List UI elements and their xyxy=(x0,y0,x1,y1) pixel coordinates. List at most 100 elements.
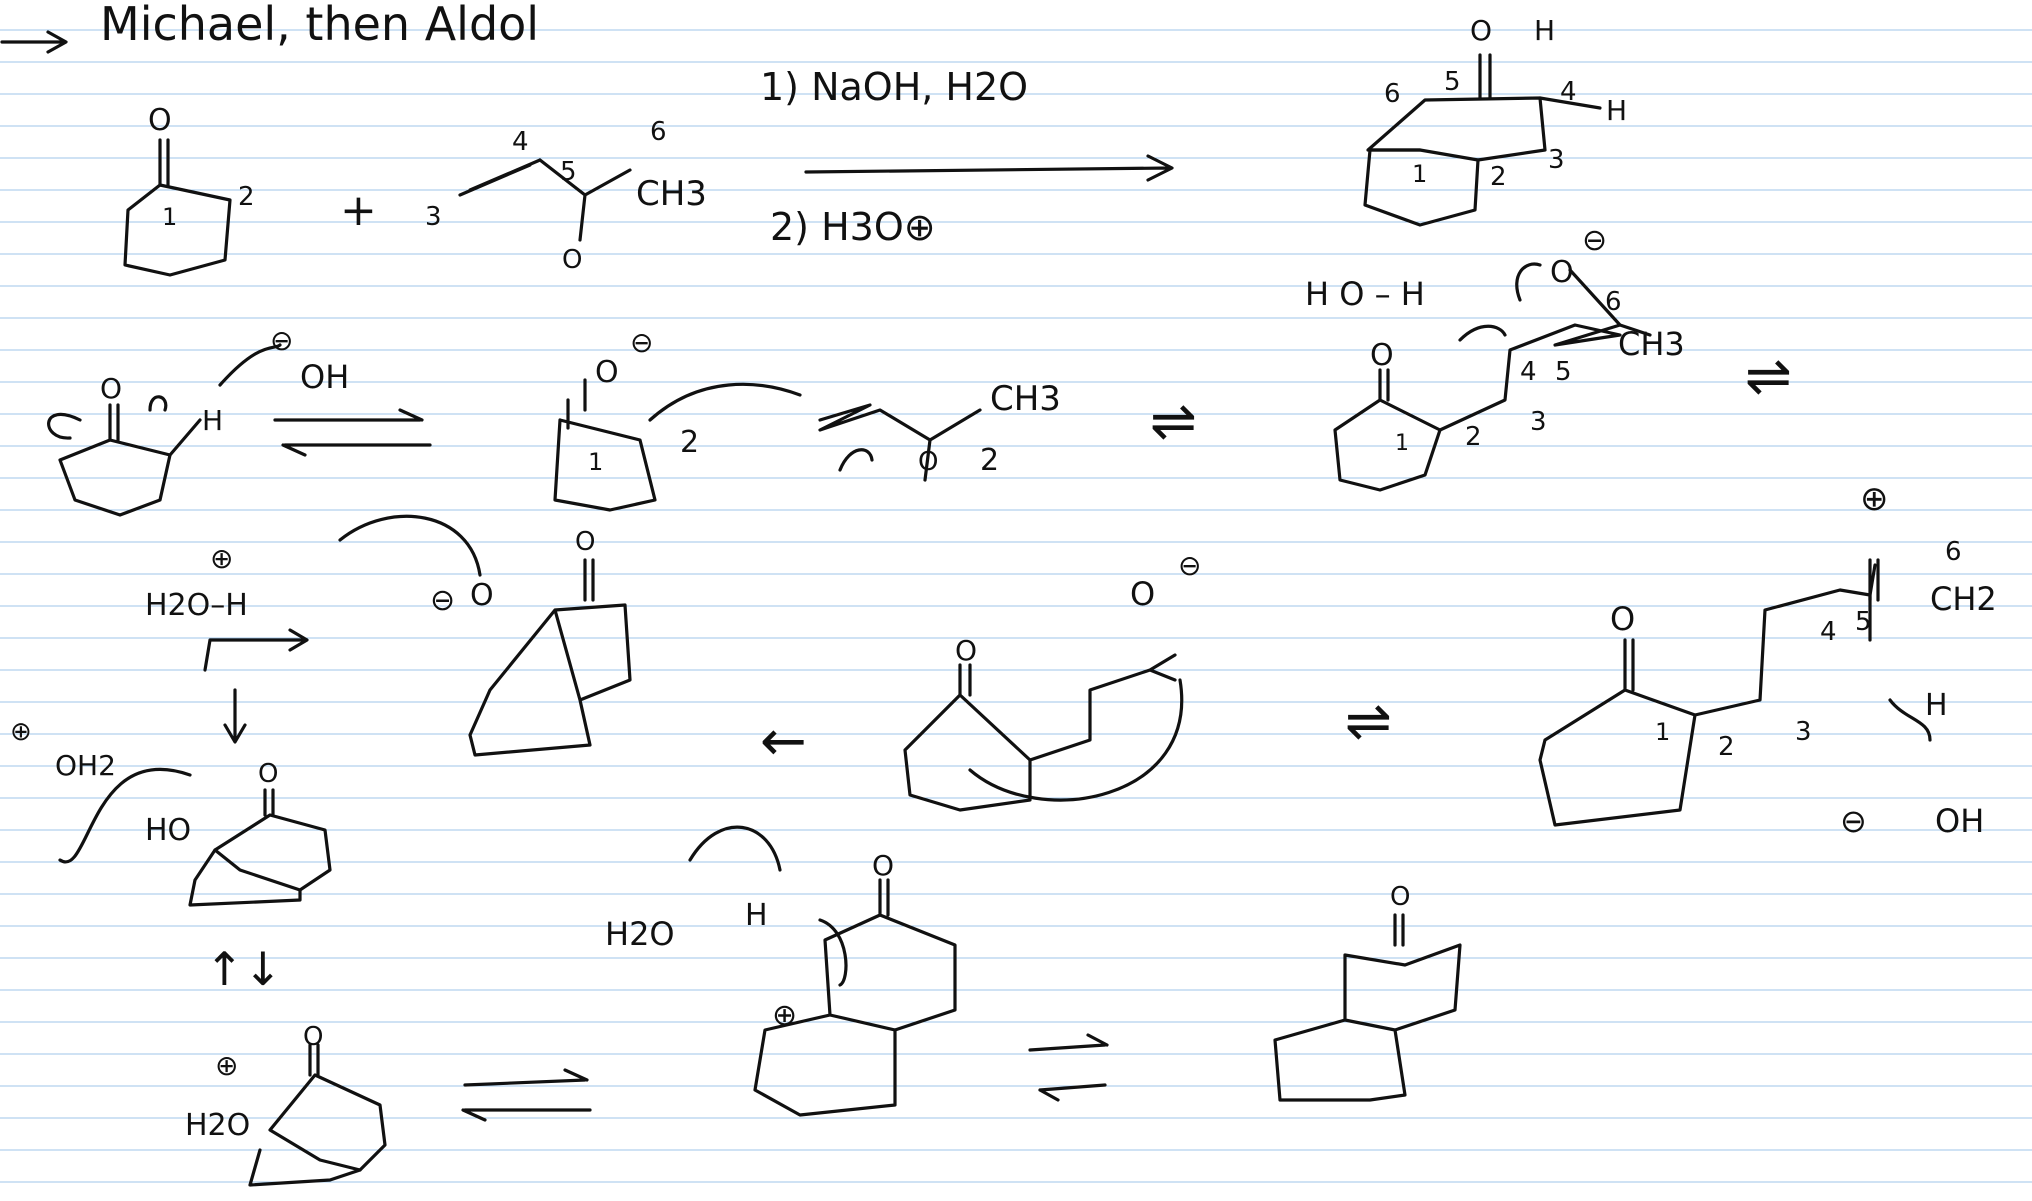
adduct-carbon-3-label: 3 xyxy=(1530,407,1547,437)
enolate4-carbon-5-label: 5 xyxy=(1855,607,1872,637)
mvk-carbon-6-label: 6 xyxy=(650,117,667,147)
mvk-oxygen-2-label: O xyxy=(918,447,938,477)
product-carbon-5-label: 5 xyxy=(1444,67,1461,97)
hydronium-label: H2O–H xyxy=(145,588,248,623)
final-oxygen-label: O xyxy=(1390,882,1410,912)
mvk-carbon-3-label: 3 xyxy=(425,202,442,232)
mvk-oxygen-label: O xyxy=(562,245,582,275)
alpha-hydrogen-label: H xyxy=(202,404,223,437)
carbocation-oxygen-label: O xyxy=(872,849,894,882)
alkoxide-charge: ⊖ xyxy=(430,583,455,618)
water-label: H2O xyxy=(185,1108,250,1143)
updown-arrows-icon: ↑↓ xyxy=(205,942,282,996)
adduct-oxygen-label: O xyxy=(1370,338,1394,373)
aldol-oxygen-label: O xyxy=(258,759,278,789)
mvk-carbon-2-label: 2 xyxy=(980,443,999,478)
adduct-oxygen-2-label: O xyxy=(1550,255,1574,290)
equilibrium-arrows-1-icon xyxy=(273,408,432,457)
oh2-charge: ⊕ xyxy=(10,717,32,747)
michael-adduct-enolate xyxy=(1333,262,1652,492)
reaction-arrow-icon xyxy=(804,154,1174,182)
alkoxide-oxygen-label: O xyxy=(470,578,494,613)
product-carbon-2-label: 2 xyxy=(1490,162,1507,192)
alkoxide-ketone-oxygen-label: O xyxy=(575,527,595,557)
equilibrium-3-icon: ⇌ xyxy=(1745,344,1792,409)
adduct-carbon-4-label: 4 xyxy=(1520,357,1537,387)
product-carbon-6-label: 6 xyxy=(1384,79,1401,109)
adduct-carbon-6-label: 6 xyxy=(1605,287,1622,317)
adduct-charge: ⊖ xyxy=(1582,223,1607,258)
aldol-alcohol xyxy=(58,767,332,907)
ketone-oxygen-label: O xyxy=(148,103,172,138)
adduct-methyl-label: CH3 xyxy=(1618,325,1685,363)
enolate-formation-2 xyxy=(1538,558,1932,827)
aldehyde-charge: ⊖ xyxy=(1178,549,1201,582)
hydronium-charge: ⊕ xyxy=(210,542,233,575)
equilibrium-arrows-6-icon xyxy=(461,1068,592,1122)
enolate-cyclization xyxy=(903,653,1184,812)
title: Michael, then Aldol xyxy=(100,0,539,51)
enolate4-oxygen-charge: ⊕ xyxy=(1860,479,1889,519)
enolate4-carbon-3-label: 3 xyxy=(1795,717,1812,747)
enolate-carbon-1-label: 1 xyxy=(588,448,603,476)
enolate4-carbon-4-label: 4 xyxy=(1820,617,1837,647)
aldehyde-oxygen-label: O xyxy=(1130,575,1155,613)
alpha-hydrogen-2-label: H xyxy=(745,898,768,933)
condition-step2: 2) H3O⊕ xyxy=(770,205,936,249)
cyclohexanone-start xyxy=(123,138,232,277)
hydroxide-2-label: OH xyxy=(1935,802,1984,840)
product-oxygen-label: O xyxy=(1470,14,1492,47)
equilibrium-2-icon: ⇌ xyxy=(1150,389,1197,454)
mvk-methyl-label: CH3 xyxy=(636,174,707,214)
proton-transfer-arrow-icon xyxy=(338,514,482,577)
cyclohexanone-deprotonation xyxy=(47,343,282,517)
enolate-intermediate xyxy=(553,378,982,512)
equilibrium-arrows-7-icon xyxy=(1028,1033,1109,1102)
enolate-oxygen-3-label: O xyxy=(955,634,977,667)
enolate-charge: ⊖ xyxy=(630,326,653,359)
carbon-2-label: 2 xyxy=(238,182,255,212)
equilibrium-5-icon: ⇌ xyxy=(1345,689,1392,754)
product-hydrogen-2-label: H xyxy=(1606,94,1627,127)
hydroxyl-label: HO xyxy=(145,813,191,848)
enolate4-carbon-6-label: 6 xyxy=(1945,537,1962,567)
enolate4-carbon-1-label: 1 xyxy=(1655,718,1670,746)
oxonium-charge: ⊕ xyxy=(215,1049,238,1082)
mvk-methyl-2-label: CH3 xyxy=(990,379,1061,419)
oh2-label: OH2 xyxy=(55,749,116,782)
hydroxide-label: OH xyxy=(300,358,349,396)
hydroxide-2-charge: ⊖ xyxy=(1840,802,1867,840)
protonated-alcohol xyxy=(248,1043,387,1187)
plus-sign: + xyxy=(340,185,377,236)
enolate4-hydrogen-label: H xyxy=(1925,688,1948,723)
ketone-oxygen-2-label: O xyxy=(100,372,122,405)
methyl-vinyl-ketone xyxy=(458,158,632,242)
title-arrow-icon xyxy=(0,30,68,54)
water-protonation-label: H O – H xyxy=(1305,275,1425,313)
mvk-carbon-4-label: 4 xyxy=(512,127,529,157)
hydroxide-charge: ⊖ xyxy=(270,324,293,357)
carbocation-charge: ⊕ xyxy=(772,998,797,1033)
protonated-ketone-oxygen-label: O xyxy=(303,1022,323,1052)
carbon-1-label: 1 xyxy=(162,203,177,231)
equilibrium-arrows-4-icon xyxy=(203,628,309,744)
adduct-carbon-1-label: 1 xyxy=(1395,431,1409,456)
enolate-carbon-2-label: 2 xyxy=(680,425,699,460)
product-hydrogen-label: H xyxy=(1534,14,1555,47)
enolate-oxygen-4-label: O xyxy=(1610,600,1635,638)
carbocation-intermediate xyxy=(688,825,957,1117)
mvk-carbon-5-label: 5 xyxy=(560,157,577,187)
condition-step1: 1) NaOH, H2O xyxy=(760,65,1028,109)
water-2-label: H2O xyxy=(605,915,675,953)
enolate4-carbon-2-label: 2 xyxy=(1718,732,1735,762)
adduct-carbon-2-label: 2 xyxy=(1465,422,1482,452)
enolate4-ch2-label: CH2 xyxy=(1930,580,1997,618)
ruled-lines xyxy=(0,29,2032,1183)
bicyclic-enone-product xyxy=(1363,53,1602,227)
product-carbon-3-label: 3 xyxy=(1548,145,1565,175)
enolate-oxygen-label: O xyxy=(595,355,619,390)
adduct-carbon-5-label: 5 xyxy=(1555,357,1572,387)
alkoxide-bicycle xyxy=(468,558,632,757)
